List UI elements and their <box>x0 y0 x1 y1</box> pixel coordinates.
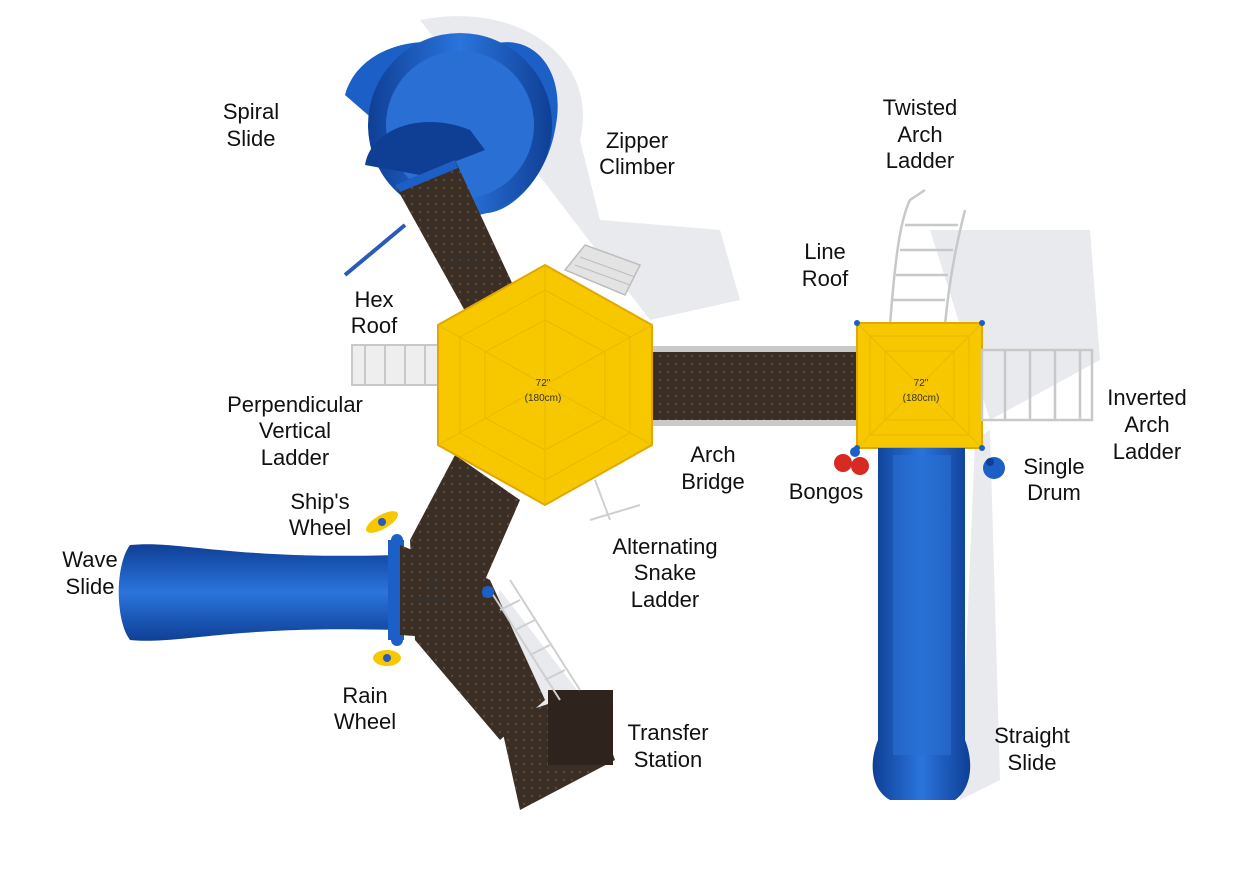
svg-text:Single: Single <box>1023 454 1084 479</box>
label-transfer-station: Transfer Station <box>627 720 708 772</box>
svg-text:Ladder: Ladder <box>261 445 330 470</box>
spiral-deck-height: 76" <box>458 240 473 251</box>
hex-roof <box>437 263 653 507</box>
alternating-snake-ladder <box>489 579 581 701</box>
hex-deck-height: 72" <box>536 378 551 389</box>
label-twisted-arch-ladder: Twisted Arch Ladder <box>883 95 958 173</box>
ships-wheel <box>366 511 398 533</box>
svg-text:Rain: Rain <box>342 683 387 708</box>
svg-text:Wave: Wave <box>62 547 117 572</box>
svg-text:Roof: Roof <box>802 266 849 291</box>
svg-text:Snake: Snake <box>634 560 696 585</box>
twisted-arch-ladder <box>888 188 967 326</box>
svg-text:Ladder: Ladder <box>886 148 955 173</box>
svg-text:Roof: Roof <box>351 313 398 338</box>
svg-text:Drum: Drum <box>1027 480 1081 505</box>
svg-text:Line: Line <box>804 239 846 264</box>
wave-slide <box>118 540 404 641</box>
svg-text:Wheel: Wheel <box>289 515 351 540</box>
label-wave-slide: Wave Slide <box>62 547 117 599</box>
perpendicular-vertical-ladder <box>351 344 443 386</box>
arch-bridge <box>648 346 858 426</box>
rain-wheel <box>373 650 401 666</box>
label-straight-slide: Straight Slide <box>994 723 1070 775</box>
svg-text:Ladder: Ladder <box>631 587 700 612</box>
svg-text:Climber: Climber <box>599 154 675 179</box>
svg-text:Arch: Arch <box>897 122 942 147</box>
svg-text:Spiral: Spiral <box>223 99 279 124</box>
lower-walkway <box>410 455 615 810</box>
spiral-deck-height-metric: (190cm) <box>447 255 484 266</box>
svg-text:Arch: Arch <box>1124 412 1169 437</box>
svg-text:Slide: Slide <box>1008 750 1057 775</box>
label-rain-wheel: Rain Wheel <box>334 683 396 734</box>
label-zipper-climber: Zipper Climber <box>599 128 675 179</box>
label-perpendicular-vertical-ladder: Perpendicular Vertical Ladder <box>227 392 363 470</box>
line-roof <box>856 322 983 449</box>
arch-bridge-rail-lower <box>589 479 641 521</box>
label-arch-bridge: Arch Bridge <box>681 442 745 494</box>
svg-text:Twisted: Twisted <box>883 95 958 120</box>
svg-text:Bridge: Bridge <box>681 469 745 494</box>
label-line-roof: Line Roof <box>802 239 849 291</box>
svg-text:Vertical: Vertical <box>259 418 331 443</box>
svg-text:Arch: Arch <box>690 442 735 467</box>
square-deck-height: 72" <box>914 378 929 389</box>
lower-deck-height-metric: (120cm) <box>414 595 451 606</box>
bongos <box>834 447 869 475</box>
svg-text:Hex: Hex <box>354 287 393 312</box>
svg-text:Slide: Slide <box>227 126 276 151</box>
svg-text:Straight: Straight <box>994 723 1070 748</box>
hex-deck-height-metric: (180cm) <box>525 393 562 404</box>
inverted-arch-ladder <box>980 348 1094 422</box>
lower-deck <box>391 534 494 646</box>
label-alternating-snake-ladder: Alternating Snake Ladder <box>612 534 717 612</box>
svg-text:Station: Station <box>634 747 703 772</box>
single-drum <box>983 457 1005 479</box>
spiral-slide <box>343 33 558 320</box>
zipper-climber <box>563 244 642 296</box>
label-ships-wheel: Ship's Wheel <box>289 489 351 540</box>
label-spiral-slide: Spiral Slide <box>223 99 279 151</box>
square-deck-height-metric: (180cm) <box>903 393 940 404</box>
label-inverted-arch-ladder: Inverted Arch Ladder <box>1107 385 1187 464</box>
svg-text:Transfer: Transfer <box>627 720 708 745</box>
lower-deck-height: 48" <box>425 579 440 590</box>
svg-text:Perpendicular: Perpendicular <box>227 392 363 417</box>
svg-text:Alternating: Alternating <box>612 534 717 559</box>
label-single-drum: Single Drum <box>1023 454 1084 505</box>
svg-text:Inverted: Inverted <box>1107 385 1187 410</box>
svg-text:Bongos: Bongos <box>789 479 864 504</box>
label-bongos: Bongos <box>789 479 864 504</box>
svg-text:Slide: Slide <box>66 574 115 599</box>
svg-text:Ship's: Ship's <box>290 489 349 514</box>
straight-slide <box>872 448 971 800</box>
svg-text:Zipper: Zipper <box>606 128 668 153</box>
corner-posts <box>854 320 985 451</box>
svg-text:Wheel: Wheel <box>334 709 396 734</box>
svg-text:Ladder: Ladder <box>1113 439 1182 464</box>
label-hex-roof: Hex Roof <box>351 287 398 338</box>
